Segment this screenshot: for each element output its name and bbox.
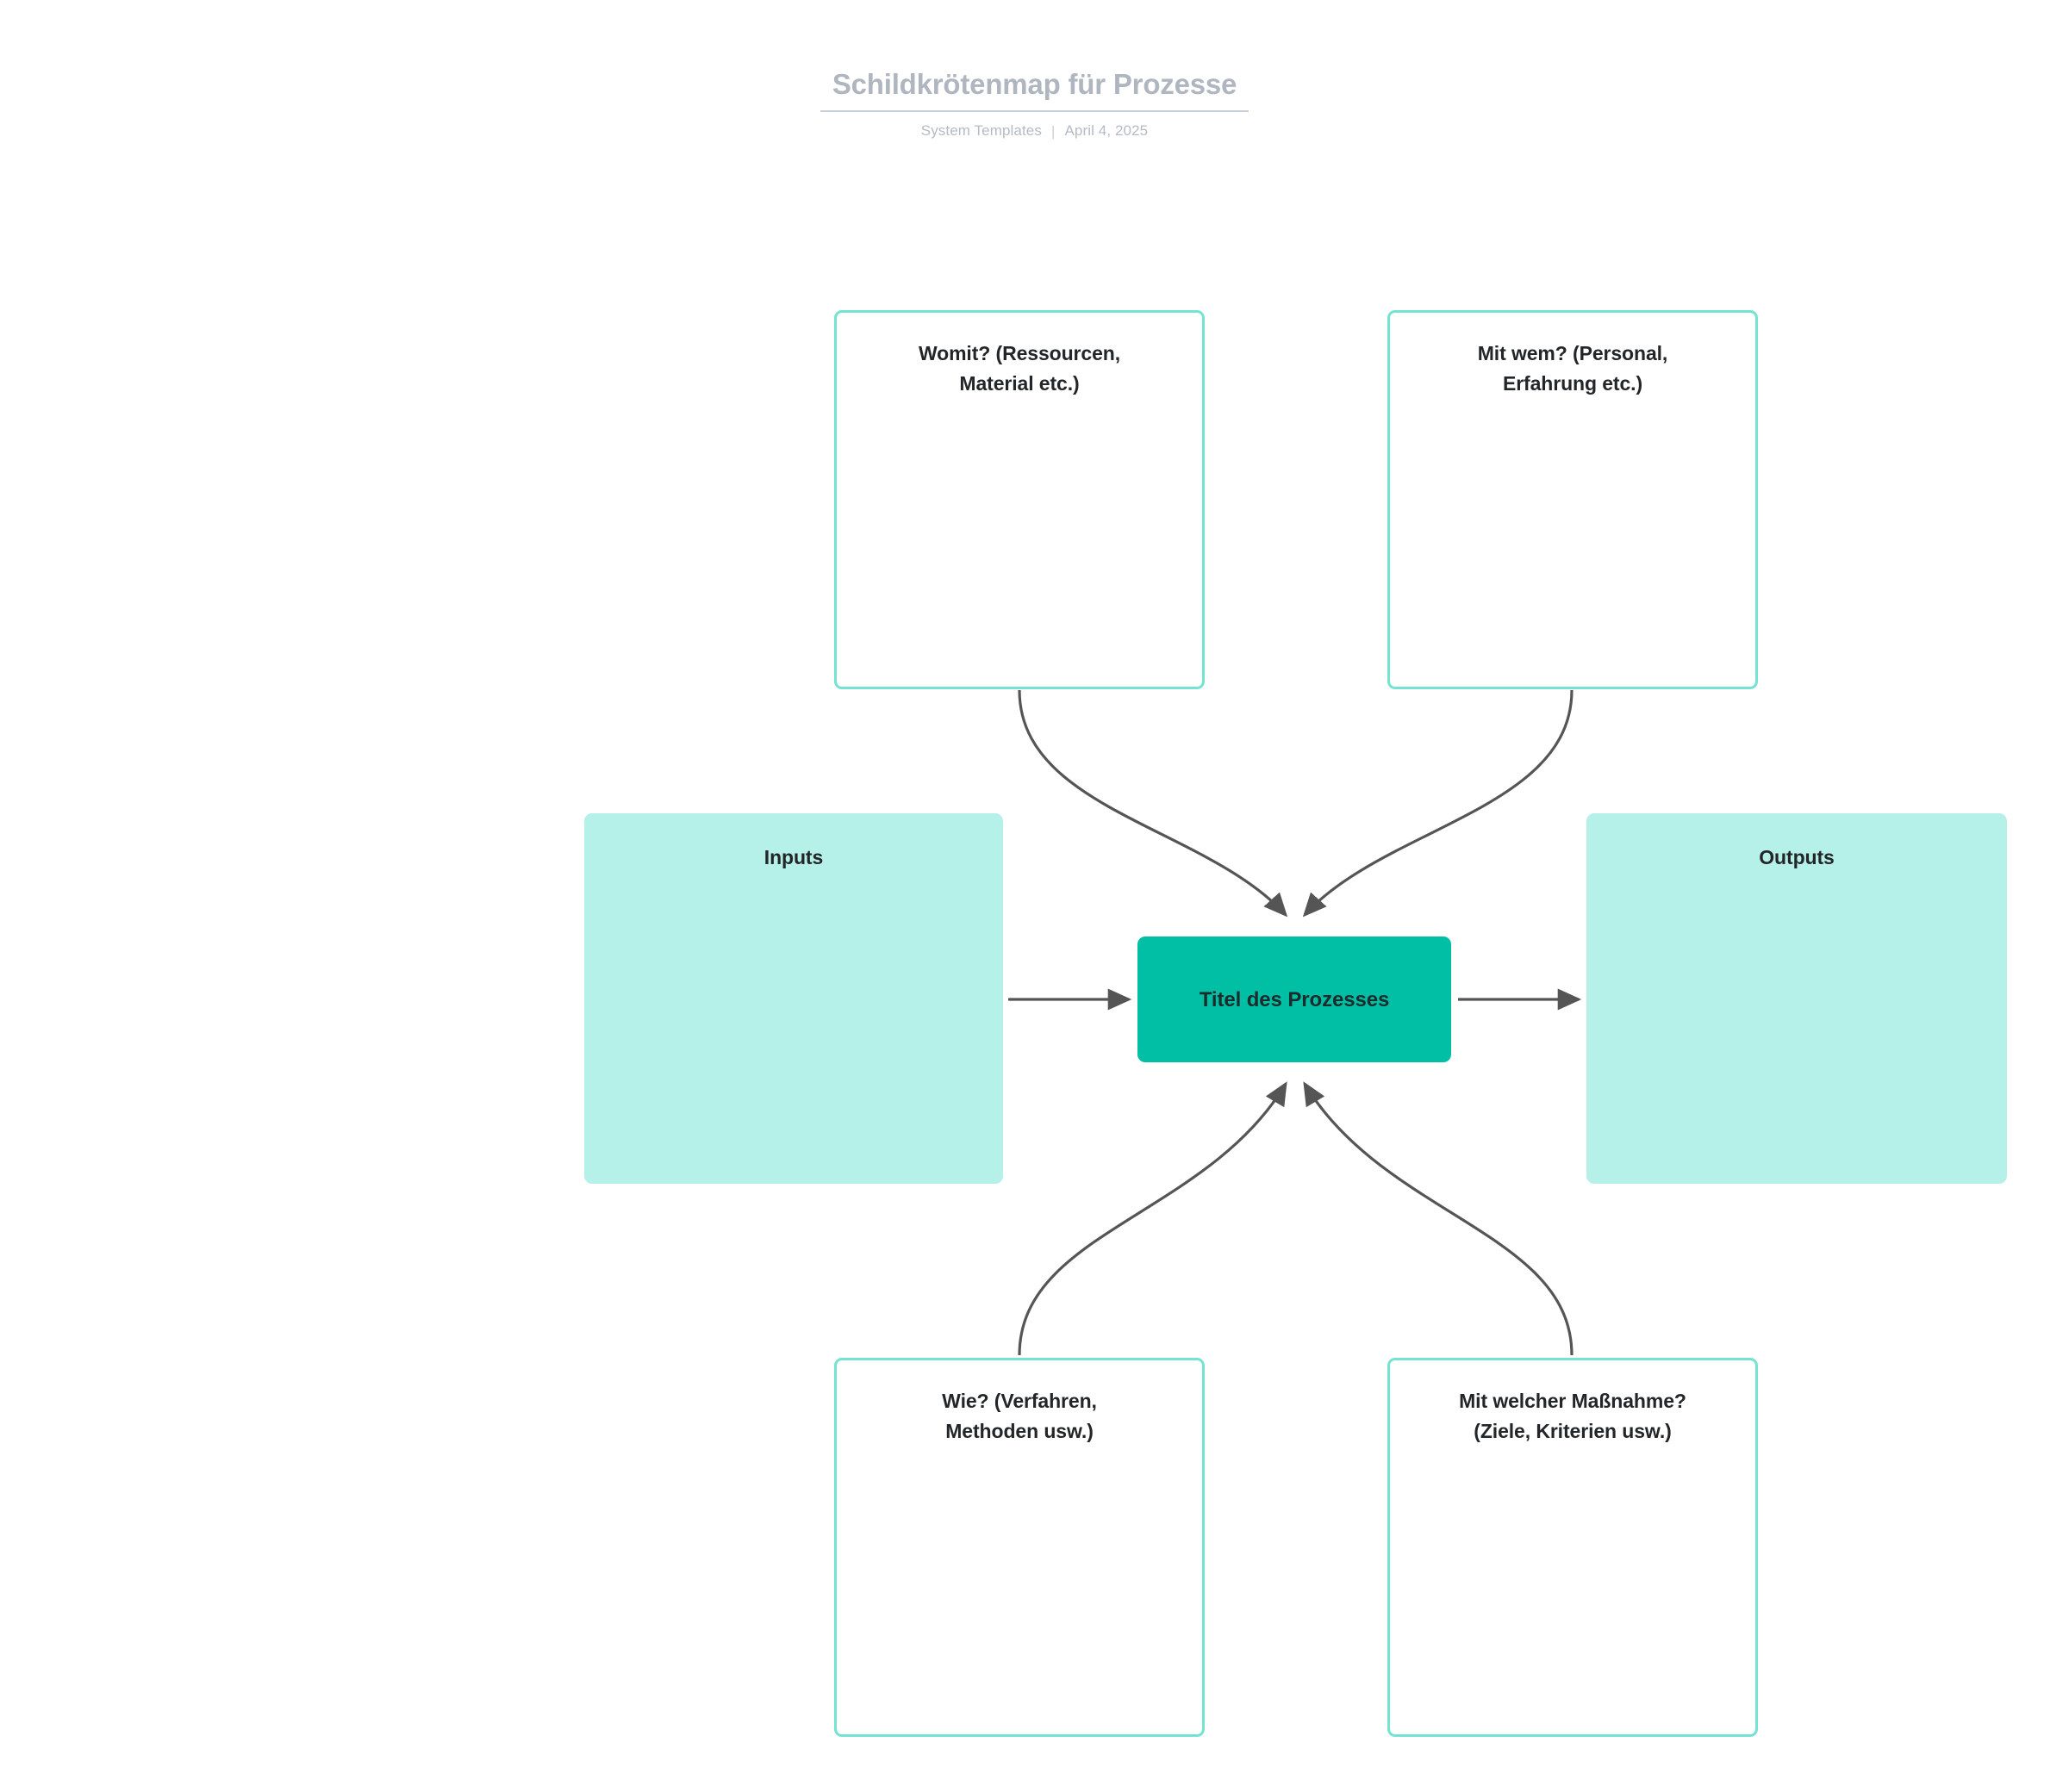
connector-wie-to-process <box>1018 1081 1287 1356</box>
node-process-title-label: Titel des Prozesses <box>1199 987 1390 1011</box>
node-mit-welcher-massnahme-label: Mit welcher Maßnahme? (Ziele, Kriterien … <box>1459 1390 1686 1442</box>
node-wie-label: Wie? (Verfahren, Methoden usw.) <box>942 1390 1097 1442</box>
connector-massnahme-to-process <box>1303 1081 1574 1356</box>
node-womit-label: Womit? (Ressourcen, Material etc.) <box>918 342 1121 395</box>
meta-separator: | <box>1050 123 1056 140</box>
node-mit-welcher-massnahme[interactable]: Mit welcher Maßnahme? (Ziele, Kriterien … <box>1387 1358 1758 1737</box>
document-meta: System Templates | April 4, 2025 <box>0 121 2069 140</box>
page-title: Schildkrötenmap für Prozesse <box>819 67 1250 112</box>
node-inputs[interactable]: Inputs <box>584 813 1003 1184</box>
node-wie[interactable]: Wie? (Verfahren, Methoden usw.) <box>834 1358 1205 1737</box>
connector-mitwem-to-process <box>1302 689 1574 918</box>
node-womit[interactable]: Womit? (Ressourcen, Material etc.) <box>834 310 1205 689</box>
node-mit-wem[interactable]: Mit wem? (Personal, Erfahrung etc.) <box>1387 310 1758 689</box>
node-outputs-label: Outputs <box>1759 846 1835 868</box>
node-inputs-label: Inputs <box>763 846 824 868</box>
node-outputs[interactable]: Outputs <box>1586 813 2007 1184</box>
node-process-title[interactable]: Titel des Prozesses <box>1137 936 1451 1062</box>
meta-source: System Templates <box>920 122 1042 139</box>
connector-womit-to-process <box>1018 689 1288 918</box>
node-mit-wem-label: Mit wem? (Personal, Erfahrung etc.) <box>1477 342 1668 395</box>
meta-date: April 4, 2025 <box>1064 122 1149 139</box>
document-header: Schildkrötenmap für Prozesse System Temp… <box>0 67 2069 140</box>
